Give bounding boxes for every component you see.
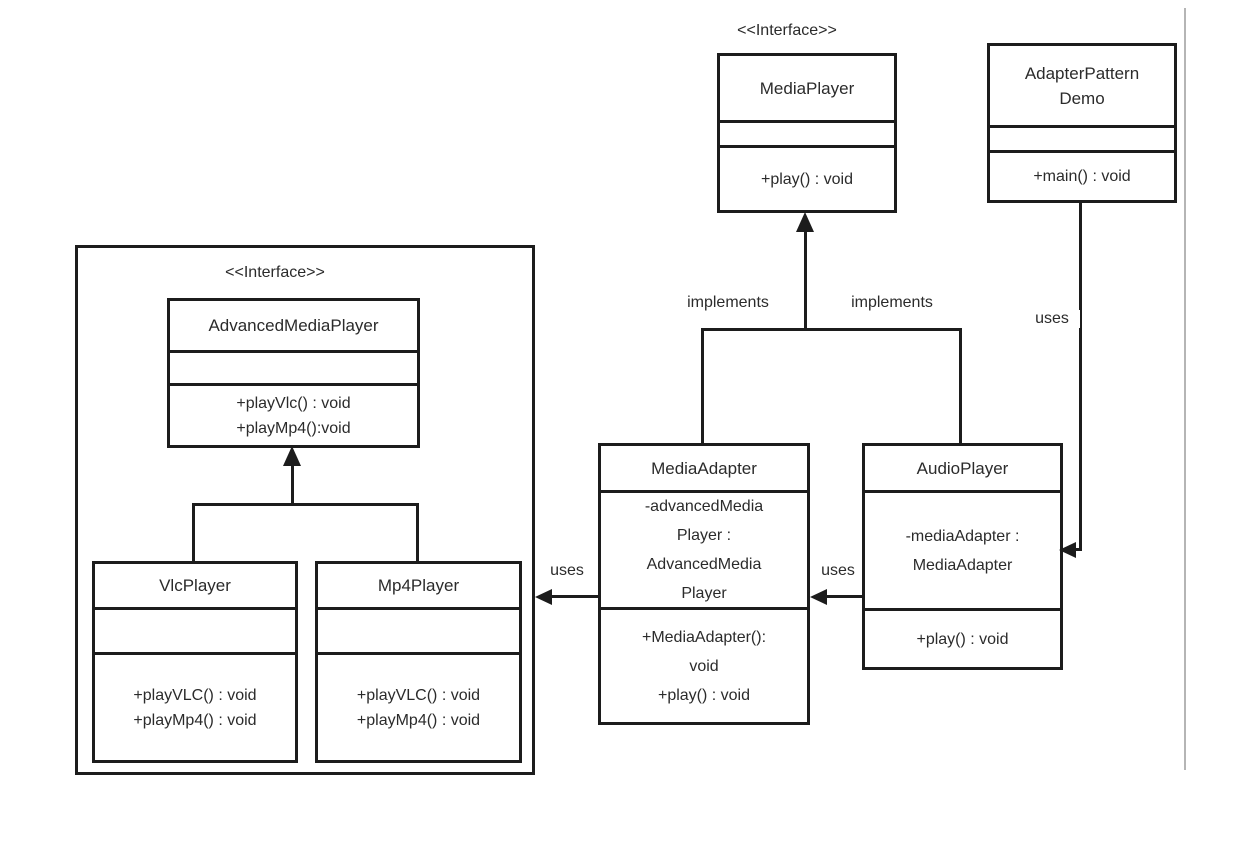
mediaplayer-methods: +play() : void [720,145,894,210]
mp4player-method-playvlc: +playVLC() : void [356,686,481,704]
mediaplayer-name: MediaPlayer [759,78,855,98]
uses-audioplayer-arrowhead-icon [810,589,827,605]
advancedmediaplayer-methods: +playVlc() : void +playMp4():void [170,383,417,445]
audioplayer-attr-line1: -mediaAdapter : [905,527,1020,545]
uses-edge-demo-stub [1073,548,1082,551]
adapterpatterndemo-methods: +main() : void [990,150,1174,200]
audioplayer-method-play: +play() : void [916,630,1009,648]
extends-edge-shaft [291,466,294,506]
uses-label-mediaadapter: uses [543,562,591,580]
vlcplayer-name: VlcPlayer [159,576,231,595]
class-box-vlcplayer: VlcPlayer +playVLC() : void +playMp4() :… [92,561,298,763]
mp4player-attributes [318,607,519,652]
mediaadapter-method-line3: +play() : void [657,686,751,704]
uses-label-audioplayer: uses [814,562,862,580]
mediaadapter-method-line1: +MediaAdapter(): [641,628,767,646]
mediaplayer-attributes [720,120,894,145]
adapterpatterndemo-method: +main() : void [1033,168,1131,185]
page-edge-line [1184,8,1186,770]
adapterpatterndemo-name-line2: Demo [1059,88,1105,108]
mediaadapter-name: MediaAdapter [651,458,757,478]
vlcplayer-method-playmp4: +playMp4() : void [133,711,257,729]
adapterpatterndemo-name-line1: AdapterPattern [1024,63,1140,83]
vlcplayer-attributes [95,607,295,652]
advancedmediaplayer-attributes [170,350,417,383]
implements-label-right: implements [830,294,954,312]
extends-edge-vlcplayer-vertical [192,503,195,561]
audioplayer-attributes: -mediaAdapter : MediaAdapter [865,490,1060,608]
audioplayer-attr-line2: MediaAdapter [912,556,1013,574]
extends-edge-horizontal [192,503,419,506]
advancedmediaplayer-method-playmp4: +playMp4():void [236,419,351,437]
class-box-mp4player: Mp4Player +playVLC() : void +playMp4() :… [315,561,522,763]
uses-edge-demo-vertical [1079,203,1082,551]
class-box-mediaplayer: MediaPlayer +play() : void [717,53,897,213]
extends-edge-mp4player-vertical [416,503,419,561]
uses-mediaadapter-arrowhead-icon [535,589,552,605]
audioplayer-name: AudioPlayer [916,458,1009,478]
mediaadapter-methods: +MediaAdapter(): void +play() : void [601,607,807,722]
mediaadapter-attr-line3: AdvancedMedia [646,556,762,573]
extends-arrowhead-icon [283,446,301,466]
mp4player-method-playmp4: +playMp4() : void [356,711,481,729]
class-box-adapterpatterndemo: AdapterPattern Demo +main() : void [987,43,1177,203]
mediaadapter-attr-line4: Player [681,585,727,602]
mediaadapter-method-line2: void [689,657,719,675]
mp4player-name: Mp4Player [377,576,460,595]
uses-demo-arrowhead-icon [1059,542,1076,558]
advancedmediaplayer-method-playvlc: +playVlc() : void [236,394,351,412]
implements-edge-shaft [804,230,807,331]
uses-edge-mediaadapter-line [549,595,598,598]
uses-label-demo: uses [1024,310,1080,328]
vlcplayer-methods: +playVLC() : void +playMp4() : void [95,652,295,760]
mediaadapter-attr-line2: Player : [676,527,732,544]
class-box-mediaadapter: MediaAdapter -advancedMedia Player : Adv… [598,443,810,725]
mediaadapter-attributes: -advancedMedia Player : AdvancedMedia Pl… [601,490,807,607]
implements-arrowhead-icon [796,212,814,232]
vlcplayer-method-playvlc: +playVLC() : void [133,686,257,704]
implements-edge-audioplayer-vertical [959,328,962,443]
advanced-player-container-box [75,245,535,775]
implements-edge-horizontal [701,328,962,331]
adapterpatterndemo-attributes [990,125,1174,150]
class-box-advancedmediaplayer: AdvancedMediaPlayer +playVlc() : void +p… [167,298,420,448]
mp4player-methods: +playVLC() : void +playMp4() : void [318,652,519,760]
advancedmediaplayer-stereotype-label: <<Interface>> [225,264,325,281]
implements-edge-mediaadapter-vertical [701,328,704,443]
adapterpatterndemo-name: AdapterPattern Demo [990,46,1174,125]
uses-edge-audioplayer-line [823,595,862,598]
class-box-audioplayer: AudioPlayer -mediaAdapter : MediaAdapter… [862,443,1063,670]
implements-label-left: implements [666,294,790,312]
audioplayer-methods: +play() : void [865,608,1060,667]
advancedmediaplayer-name: AdvancedMediaPlayer [208,316,379,335]
mediaadapter-attr-line1: -advancedMedia [644,498,764,515]
mediaplayer-method: +play() : void [760,170,854,188]
mediaplayer-stereotype-label: <<Interface>> [737,22,837,39]
